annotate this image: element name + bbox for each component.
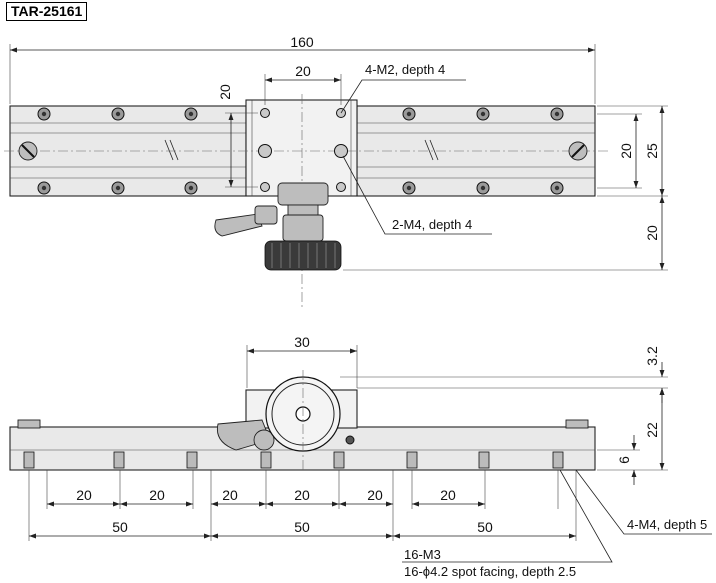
dim-inner-width: 20	[618, 143, 634, 159]
bottom-mount-screws	[23, 451, 564, 469]
dim-pitch-4: 20	[294, 487, 310, 503]
dim-center-height: 20	[217, 84, 233, 100]
dim-carriage-width: 30	[294, 334, 310, 350]
lock-lever-icon	[214, 205, 278, 237]
dim-pitch-5: 20	[367, 487, 383, 503]
note-m4-mount: 4-M4, depth 5	[627, 517, 707, 532]
side-view: 30 3.2 22 6 20	[9, 334, 712, 579]
dim-table-width: 25	[644, 143, 660, 159]
note-m3-mount-line2: 16-ϕ4.2 spot facing, depth 2.5	[404, 564, 576, 579]
dim-span-3: 50	[477, 519, 493, 535]
dim-overall-height: 22	[644, 422, 660, 438]
dim-pitch-2: 20	[149, 487, 165, 503]
top-view: 160 20 20 20 25 20 4-M2, depth 4 2-M4, d…	[4, 34, 668, 310]
dim-pitch-1: 20	[76, 487, 92, 503]
feed-knob-top-icon	[264, 182, 342, 271]
dim-span-1: 50	[112, 519, 128, 535]
dim-base-height: 6	[616, 456, 632, 464]
note-m3-mount-line1: 16-M3	[404, 547, 441, 562]
dim-pitch-3: 20	[222, 487, 238, 503]
dim-overall-length: 160	[290, 34, 314, 50]
carriage-tapped-holes	[258, 108, 348, 192]
dim-center-width: 20	[295, 63, 311, 79]
part-number-label: TAR-25161	[6, 2, 88, 21]
dim-pitch-6: 20	[440, 487, 456, 503]
end-stop-screw-icon	[18, 141, 588, 161]
dim-span-2: 50	[294, 519, 310, 535]
note-m4-holes: 2-M4, depth 4	[392, 217, 472, 232]
note-m2-holes: 4-M2, depth 4	[365, 62, 445, 77]
dim-top-offset: 3.2	[644, 346, 660, 366]
dim-knob-projection: 20	[644, 225, 660, 241]
